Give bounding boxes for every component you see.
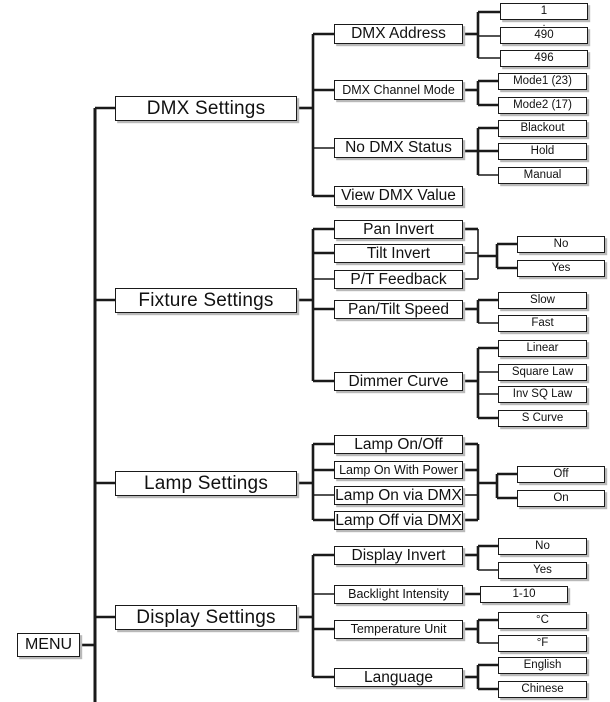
node-dmx-settings[interactable]: DMX Settings: [115, 96, 297, 121]
node-dmx-address[interactable]: DMX Address: [334, 24, 463, 44]
node-label: Pan/Tilt Speed: [347, 300, 450, 318]
option-curve-linear[interactable]: Linear: [498, 340, 587, 357]
option-label: Inv SQ Law: [512, 387, 573, 400]
option-speed-slow[interactable]: Slow: [498, 292, 587, 309]
option-manual[interactable]: Manual: [498, 167, 587, 184]
option-label: 496: [534, 51, 554, 64]
option-label: Yes: [551, 261, 571, 274]
option-lamp-on[interactable]: On: [517, 490, 605, 507]
option-label: Off: [553, 467, 569, 480]
option-label: °C: [536, 613, 549, 626]
option-label: Chinese: [521, 682, 564, 695]
node-fixture-settings[interactable]: Fixture Settings: [115, 288, 297, 313]
node-label: Pan Invert: [363, 220, 434, 238]
node-label: View DMX Value: [341, 187, 456, 205]
node-pan-tilt-speed[interactable]: Pan/Tilt Speed: [334, 300, 463, 319]
node-pt-feedback[interactable]: P/T Feedback: [334, 270, 463, 289]
node-label: Lamp On With Power: [339, 462, 458, 477]
option-dmx-address-490[interactable]: 490: [500, 27, 588, 44]
node-label: Tilt Invert: [366, 244, 431, 262]
node-lamp-settings[interactable]: Lamp Settings: [115, 471, 297, 496]
option-label: On: [553, 491, 569, 504]
option-blackout[interactable]: Blackout: [498, 120, 587, 137]
node-dimmer-curve[interactable]: Dimmer Curve: [334, 372, 463, 391]
option-label: Mode2 (17): [513, 98, 572, 111]
node-no-dmx-status[interactable]: No DMX Status: [334, 138, 463, 158]
option-label: Blackout: [520, 121, 565, 134]
option-label: Slow: [530, 293, 555, 306]
option-dmx-address-496[interactable]: 496: [500, 50, 588, 67]
option-lamp-off[interactable]: Off: [517, 466, 605, 483]
option-label: Fast: [531, 316, 554, 329]
menu-root-label: MENU: [24, 636, 73, 653]
node-label: Language: [364, 668, 433, 686]
node-label: Lamp On via DMX: [335, 486, 462, 504]
node-tilt-invert[interactable]: Tilt Invert: [334, 244, 463, 263]
node-pan-invert[interactable]: Pan Invert: [334, 220, 463, 239]
node-lamp-on-off[interactable]: Lamp On/Off: [334, 435, 463, 454]
option-curve-inv-sq-law[interactable]: Inv SQ Law: [498, 386, 587, 403]
option-temp-fahrenheit[interactable]: °F: [498, 635, 587, 652]
option-label: 490: [534, 28, 554, 41]
node-label: Lamp Off via DMX: [335, 511, 462, 529]
node-label: DMX Settings: [146, 98, 266, 119]
node-label: P/T Feedback: [350, 270, 447, 288]
option-dmx-address-1[interactable]: 1: [500, 3, 588, 20]
option-display-no[interactable]: No: [498, 538, 587, 555]
menu-root-node[interactable]: MENU: [17, 633, 80, 657]
node-label: Lamp On/Off: [354, 435, 443, 453]
node-label: Display Settings: [136, 607, 276, 628]
node-view-dmx-value[interactable]: View DMX Value: [334, 186, 463, 206]
option-label: Linear: [526, 341, 559, 354]
option-mode1[interactable]: Mode1 (23): [498, 73, 587, 90]
option-label: Yes: [533, 563, 552, 576]
option-speed-fast[interactable]: Fast: [498, 315, 587, 332]
option-display-yes[interactable]: Yes: [498, 562, 587, 579]
option-label: Manual: [523, 168, 562, 181]
node-label: No DMX Status: [345, 139, 452, 157]
option-label: No: [553, 237, 569, 250]
option-label: Mode1 (23): [513, 74, 572, 87]
node-temperature-unit[interactable]: Temperature Unit: [334, 620, 463, 639]
option-mode2[interactable]: Mode2 (17): [498, 97, 587, 114]
option-label: 1: [540, 4, 548, 17]
node-lamp-on-with-power[interactable]: Lamp On With Power: [334, 461, 463, 479]
option-curve-s-curve[interactable]: S Curve: [498, 410, 587, 427]
option-label: 1-10: [512, 587, 536, 600]
node-label: Fixture Settings: [138, 290, 274, 311]
option-label: No: [535, 539, 550, 552]
option-invert-yes[interactable]: Yes: [517, 260, 605, 277]
option-hold[interactable]: Hold: [498, 143, 587, 160]
option-label: English: [523, 658, 562, 671]
option-language-chinese[interactable]: Chinese: [498, 681, 587, 698]
node-label: DMX Channel Mode: [342, 82, 455, 97]
option-language-english[interactable]: English: [498, 657, 587, 674]
node-label: Lamp Settings: [143, 473, 269, 494]
node-display-invert[interactable]: Display Invert: [334, 546, 463, 565]
node-backlight-intensity[interactable]: Backlight Intensity: [334, 585, 463, 604]
node-label: Display Invert: [351, 546, 446, 564]
option-invert-no[interactable]: No: [517, 236, 605, 253]
option-backlight-range[interactable]: 1-10: [480, 586, 568, 603]
option-label: Square Law: [511, 365, 574, 378]
node-label: Dimmer Curve: [348, 372, 449, 390]
node-label: Backlight Intensity: [348, 587, 449, 602]
node-label: DMX Address: [351, 25, 446, 43]
option-label: S Curve: [521, 411, 564, 424]
node-lamp-on-via-dmx[interactable]: Lamp On via DMX: [334, 486, 463, 505]
node-display-settings[interactable]: Display Settings: [115, 605, 297, 630]
node-language[interactable]: Language: [334, 668, 463, 687]
option-temp-celsius[interactable]: °C: [498, 612, 587, 629]
option-label: Hold: [530, 144, 555, 157]
node-dmx-channel-mode[interactable]: DMX Channel Mode: [334, 80, 463, 100]
option-curve-square-law[interactable]: Square Law: [498, 364, 587, 381]
node-lamp-off-via-dmx[interactable]: Lamp Off via DMX: [334, 511, 463, 530]
option-label: °F: [536, 636, 549, 649]
node-label: Temperature Unit: [350, 622, 447, 637]
